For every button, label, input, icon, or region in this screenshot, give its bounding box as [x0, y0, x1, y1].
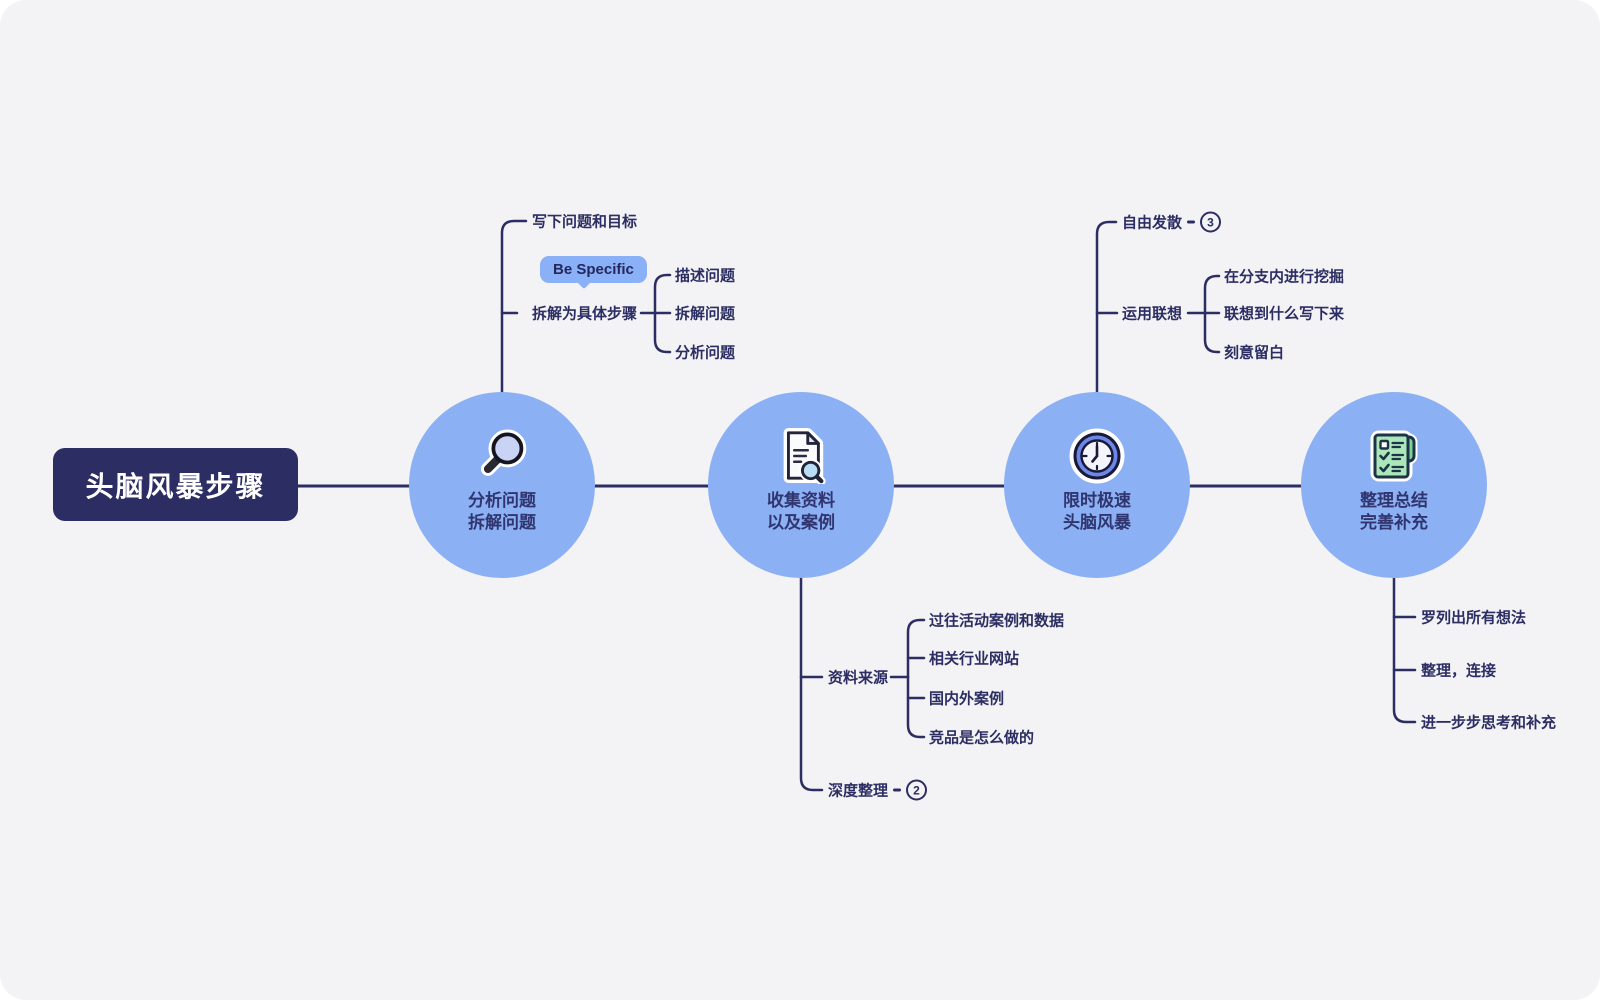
branch-label-text: 写下问题和目标	[532, 213, 638, 231]
branch-further-think-supplement[interactable]: 进一步步思考和补充	[1421, 712, 1556, 733]
step-node-label: 限时极速 头脑风暴	[1063, 491, 1131, 533]
root-node-label: 头脑风暴步骤	[85, 470, 266, 502]
branch-past-cases-data[interactable]: 过往活动案例和数据	[929, 610, 1064, 631]
branch-use-association[interactable]: 运用联想	[1122, 303, 1182, 324]
branch-label-text: 整理，连接	[1421, 662, 1497, 680]
branch-label-text: 相关行业网站	[929, 650, 1020, 668]
step-node-analyze-problem[interactable]: 分析问题 拆解问题	[409, 392, 595, 578]
branch-label-text: 过往活动案例和数据	[929, 612, 1065, 630]
branch-material-sources[interactable]: 资料来源	[828, 667, 888, 688]
branch-competitor-practice[interactable]: 竞品是怎么做的	[929, 727, 1034, 748]
branch-industry-websites[interactable]: 相关行业网站	[929, 648, 1019, 669]
step-node-summarize[interactable]: 整理总结 完善补充	[1301, 392, 1487, 578]
branch-describe-problem[interactable]: 描述问题	[675, 265, 735, 286]
branch-label-text: 运用联想	[1122, 305, 1183, 323]
branch-label-text: 罗列出所有想法	[1421, 609, 1527, 627]
branch-label-text: 拆解问题	[675, 305, 736, 323]
step-node-timed-brainstorm[interactable]: 限时极速 头脑风暴	[1004, 392, 1190, 578]
branch-label-text: 竞品是怎么做的	[929, 729, 1035, 747]
branch-dig-within-branch[interactable]: 在分支内进行挖掘	[1224, 266, 1344, 287]
branch-label-text: 深度整理	[828, 782, 889, 800]
step-node-label: 分析问题 拆解问题	[468, 491, 536, 533]
step-node-label: 收集资料 以及案例	[767, 491, 835, 533]
branch-split-problem[interactable]: 拆解问题	[675, 303, 735, 324]
branch-label-text: 描述问题	[675, 267, 736, 285]
badge-dash	[893, 788, 902, 792]
branch-write-problem-goal[interactable]: 写下问题和目标	[532, 211, 637, 232]
branch-label-text: 进一步步思考和补充	[1421, 714, 1557, 732]
number-badge-2: 2	[906, 779, 928, 801]
step-node-collect-material[interactable]: 收集资料 以及案例	[708, 392, 894, 578]
clock-icon	[1069, 428, 1125, 484]
branch-label-text: 自由发散	[1122, 214, 1183, 232]
branch-organize-connect[interactable]: 整理，连接	[1421, 660, 1496, 681]
branch-label-text: 拆解为具体步骤	[532, 305, 638, 323]
magnifier-icon	[475, 428, 529, 484]
branch-label-text: 国内外案例	[929, 690, 1005, 708]
branch-label-text: 资料来源	[828, 669, 889, 687]
number-badge-3: 3	[1200, 211, 1222, 233]
branch-label-text: 联想到什么写下来	[1224, 305, 1345, 323]
branch-label-text: 刻意留白	[1224, 344, 1285, 362]
tooltip-text: Be Specific	[553, 261, 634, 278]
branch-analyze-problem[interactable]: 分析问题	[675, 342, 735, 363]
be-specific-tooltip[interactable]: Be Specific	[540, 256, 647, 290]
branch-leave-blank[interactable]: 刻意留白	[1224, 342, 1284, 363]
branch-free-divergence[interactable]: 自由发散 3	[1122, 211, 1222, 233]
branch-split-into-steps[interactable]: 拆解为具体步骤	[532, 303, 637, 324]
checklist-icon	[1366, 428, 1422, 484]
branch-list-all-ideas[interactable]: 罗列出所有想法	[1421, 607, 1526, 628]
branch-label-text: 在分支内进行挖掘	[1224, 268, 1345, 286]
branch-domestic-foreign-cases[interactable]: 国内外案例	[929, 688, 1004, 709]
root-node[interactable]: 头脑风暴步骤	[53, 448, 298, 521]
badge-dash	[1187, 220, 1196, 224]
document-search-icon	[773, 428, 829, 484]
branch-label-text: 分析问题	[675, 344, 736, 362]
step-node-label: 整理总结 完善补充	[1360, 491, 1428, 533]
branch-deep-organize[interactable]: 深度整理 2	[828, 779, 928, 801]
branch-write-associations[interactable]: 联想到什么写下来	[1224, 303, 1344, 324]
